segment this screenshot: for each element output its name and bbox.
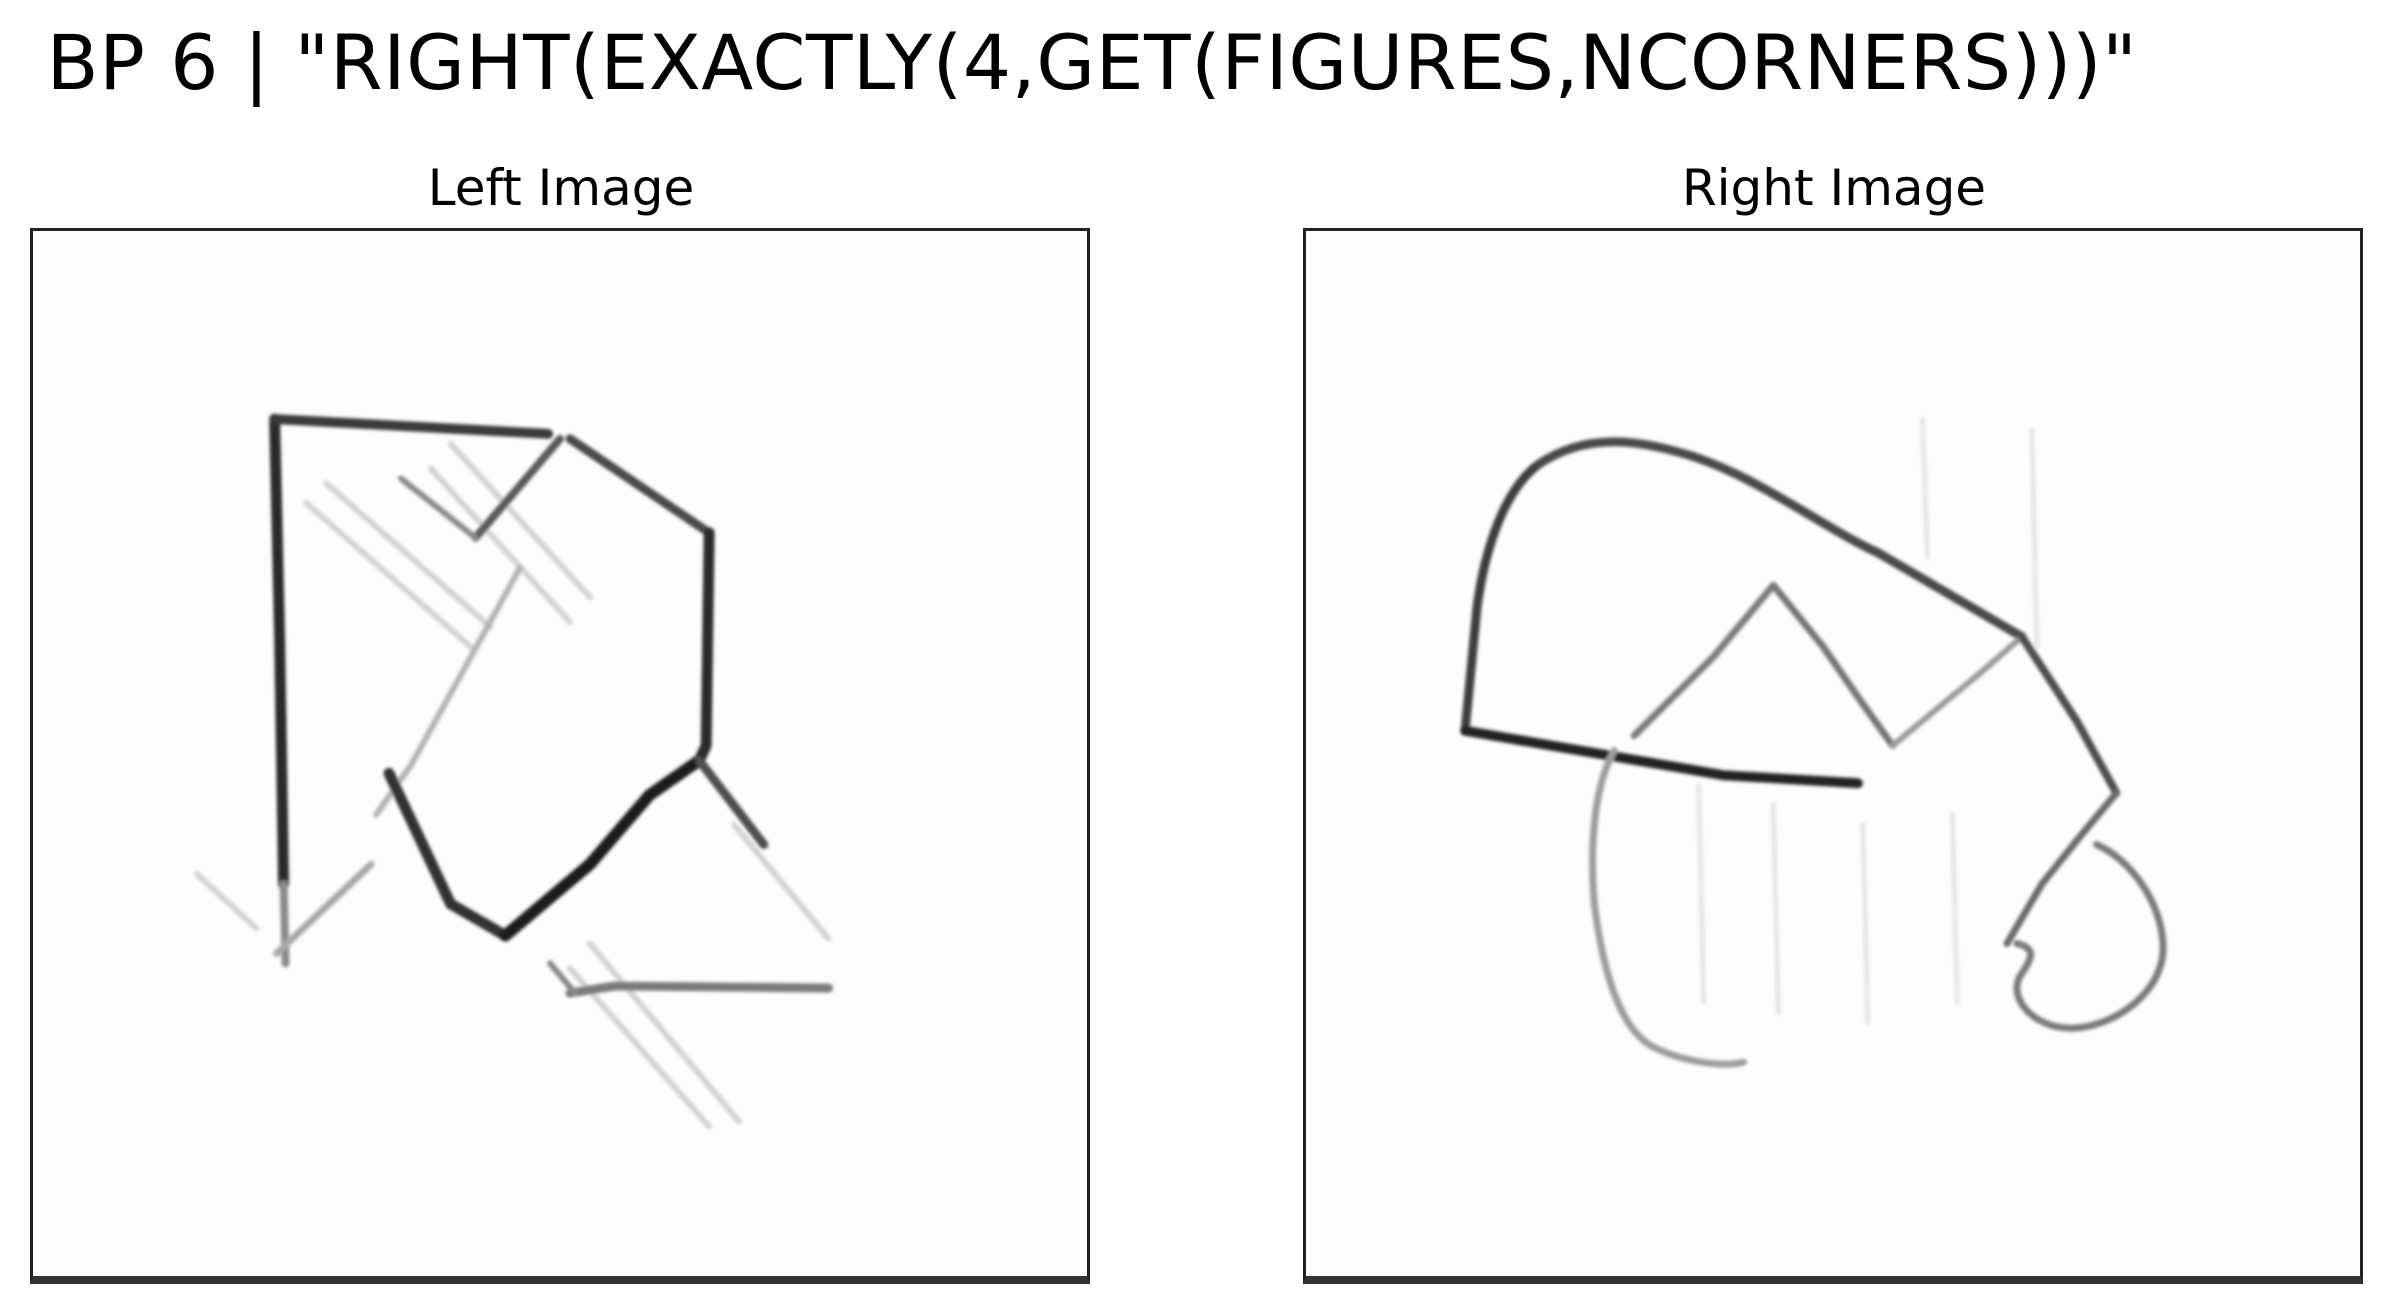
lower-v-left <box>383 767 511 942</box>
right-image-drawing <box>1460 416 2167 1068</box>
left-polygon-edge-top <box>269 414 554 439</box>
bottom-edge <box>565 981 833 998</box>
figure-title: BP 6 | "RIGHT(EXACTLY(4,GET(FIGURES,NCOR… <box>46 18 2138 107</box>
left-polygon-edge-left-fade <box>279 880 290 968</box>
left-polygon-edge-diag <box>471 434 564 542</box>
left-image-drawing <box>194 413 833 1130</box>
left-polygon-edge-left <box>269 413 290 890</box>
faint-trace-lines <box>194 440 832 1130</box>
lower-v-right <box>499 754 706 942</box>
inner-faint-diagonal <box>373 564 524 818</box>
long-descending-curve <box>1589 747 1747 1068</box>
cap-outline-left <box>1460 459 1545 736</box>
cap-outline-top <box>1535 437 2027 642</box>
small-loop <box>2013 841 2167 1032</box>
right-panel-title: Right Image <box>1681 159 1987 217</box>
faint-streaks <box>1696 416 2040 1026</box>
left-panel-title: Left Image <box>427 159 695 217</box>
right-polygon-edge-right <box>693 527 715 766</box>
right-image-panel <box>1303 228 2363 1284</box>
inner-triangle-right <box>1769 581 1897 750</box>
right-descending-line <box>2017 632 2121 798</box>
inner-triangle-left <box>1630 581 1777 740</box>
cap-outline-bottom <box>1460 725 1863 789</box>
right-polygon-edge-top <box>565 434 714 538</box>
left-image-panel <box>30 228 1090 1284</box>
